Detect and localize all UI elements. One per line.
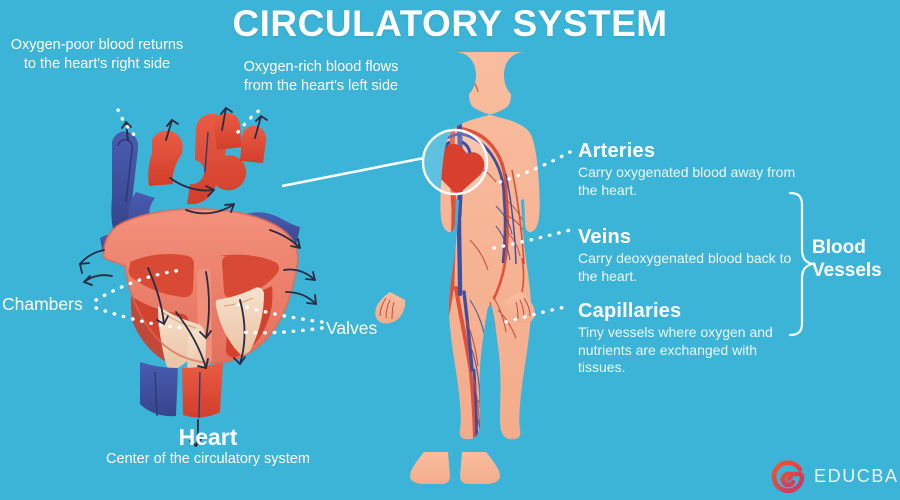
blood-vessels-label-line1: Blood: [812, 237, 866, 258]
vessel-desc-capillaries: Tiny vessels where oxygen and nutrients …: [578, 324, 773, 375]
educba-mark-icon: [771, 460, 805, 494]
body-silhouette: [440, 52, 540, 440]
human-body-diagram: [375, 52, 540, 484]
vessel-term-veins: Veins: [578, 226, 632, 248]
leader-chambers-upper: [94, 268, 184, 302]
educba-wordmark: EDUCBA: [814, 466, 899, 486]
heart-valves: [158, 287, 264, 380]
educba-logo[interactable]: EDUCBA: [768, 456, 899, 496]
heart-title: Heart: [178, 424, 238, 450]
body-hands: [375, 292, 535, 324]
vessel-item-arteries: Arteries Carry oxygenated blood away fro…: [578, 140, 803, 199]
leader-valves-upper: [234, 302, 324, 324]
vessel-term-capillaries: Capillaries: [578, 300, 682, 322]
leader-valves-lower: [238, 326, 324, 335]
heart-body: [102, 207, 299, 419]
body-vasculature: [440, 59, 527, 440]
leader-arteries: [498, 150, 572, 184]
heart-highlight-circle: [421, 128, 489, 196]
leader-oxygen-poor: [116, 108, 142, 142]
blood-vessels-label-line2: Vessels: [812, 260, 882, 281]
heart-great-vessels: [100, 112, 300, 255]
leader-capillaries: [504, 304, 572, 324]
blood-flow-arrows: [79, 107, 317, 447]
heart-diagram: [79, 107, 317, 447]
blood-vessels-group-label: Blood Vessels: [812, 236, 898, 282]
leader-lines-dotted: [94, 108, 572, 335]
label-chambers: Chambers: [2, 294, 83, 314]
leader-chambers-lower: [94, 306, 186, 330]
leader-veins: [492, 228, 572, 250]
vessel-item-veins: Veins Carry deoxygenated blood back to t…: [578, 226, 793, 285]
vessel-desc-veins: Carry deoxygenated blood back to the hea…: [578, 250, 792, 284]
body-feet: [410, 452, 500, 484]
leader-oxygen-rich: [236, 108, 262, 134]
vessel-desc-arteries: Carry oxygenated blood away from the hea…: [578, 164, 796, 198]
label-valves: Valves: [326, 318, 378, 338]
leader-line-heart-to-body: [281, 156, 425, 188]
callout-oxygen-poor: Oxygen-poor blood returns to the heart's…: [10, 37, 184, 72]
heart-subtitle: Center of the circulatory system: [106, 451, 310, 467]
vessel-term-arteries: Arteries: [578, 140, 656, 162]
page-title: CIRCULATORY SYSTEM: [232, 3, 668, 44]
callout-oxygen-rich: Oxygen-rich blood flows from the heart's…: [243, 59, 399, 94]
vessel-item-capillaries: Capillaries Tiny vessels where oxygen an…: [578, 300, 803, 377]
